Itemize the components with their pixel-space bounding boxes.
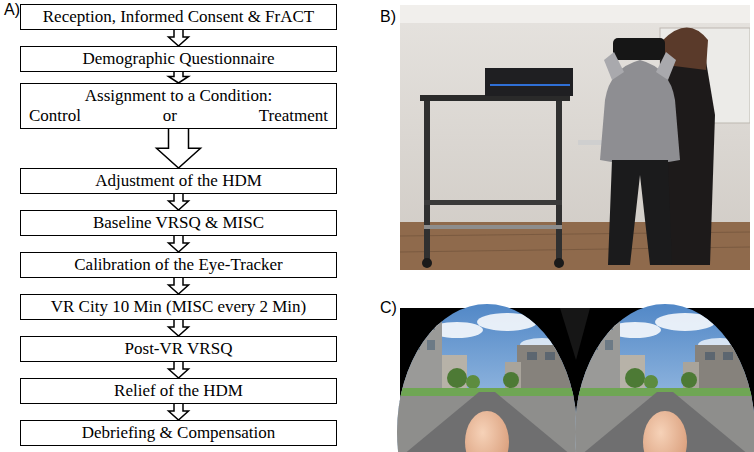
vr-screenshot-panel-part-part [387,300,587,452]
block-arrow [169,193,189,210]
box-text: Adjustment of the HDM [95,171,262,191]
photo-panel [400,5,750,270]
block-arrow [169,29,189,46]
box-text: or [163,106,177,126]
photo-panel-part [485,68,573,96]
text-row: Post-VR VRSQ [29,339,328,359]
box-text: Relief of the HDM [114,381,243,401]
block-arrow [169,361,189,378]
photo-panel-part [400,5,750,23]
photo-panel-part [424,225,562,229]
block-arrow [157,128,201,168]
process-box: Baseline VRSQ & MISC [20,210,337,236]
vr-screenshot-panel-part [387,300,587,452]
text-row: Relief of the HDM [29,381,328,401]
process-box: Post-VR VRSQ [20,336,337,362]
text-row: Calibration of the Eye-Tracker [29,255,328,275]
process-box: Demographic Questionnaire [20,46,337,72]
process-box: VR City 10 Min (MISC every 2 Min) [20,294,337,320]
vr-screenshot-panel-part [560,308,590,360]
process-box: Calibration of the Eye-Tracker [20,252,337,278]
box-text: VR City 10 Min (MISC every 2 Min) [51,297,306,317]
block-arrow [169,277,189,294]
text-row: Debriefing & Compensation [29,423,328,443]
box-text: Assignment to a Condition: [85,86,272,106]
text-row: Reception, Informed Consent & FrACT [29,7,328,27]
photo-panel-part [424,101,430,261]
photo-panel-part [400,5,750,270]
process-box: Reception, Informed Consent & FrACT [20,4,337,30]
text-row: Baseline VRSQ & MISC [29,213,328,233]
vr-screenshot-panel-part-part [565,300,754,452]
photo-panel-part [656,52,676,80]
box-text: Calibration of the Eye-Tracker [74,255,283,275]
photo-panel-part [608,160,672,265]
process-box: Debriefing & Compensation [20,420,337,446]
box-text: Baseline VRSQ & MISC [93,213,264,233]
panel-letter: B) [380,8,396,26]
photo-panel-part [422,258,432,268]
vr-screenshot-panel-part [565,300,754,452]
vr-screenshot-panel [387,300,754,452]
photo-panel-part [613,38,665,60]
text-row: Adjustment of the HDM [29,171,328,191]
panel-letter: A) [4,1,20,19]
photo-panel-part [604,52,624,80]
box-text: Demographic Questionnaire [82,49,274,69]
block-arrow [169,71,189,83]
process-box: Relief of the HDM [20,378,337,404]
photo-panel-part [490,84,570,86]
block-arrow [169,319,189,336]
box-text: Treatment [259,106,328,126]
box-text: Post-VR VRSQ [125,339,233,359]
text-row: VR City 10 Min (MISC every 2 Min) [29,297,328,317]
box-text: Reception, Informed Consent & FrACT [43,7,315,27]
text-row: Control or Treatment [29,106,328,126]
photo-panel-part [424,200,562,205]
panel-letter: C) [380,299,397,317]
process-box: Assignment to a Condition:Control or Treat… [20,83,337,129]
box-text: Debriefing & Compensation [82,423,276,443]
text-row: Assignment to a Condition: [29,86,328,106]
box-text: Control [29,106,81,126]
text-row: Demographic Questionnaire [29,49,328,69]
block-arrow [169,235,189,252]
photo-panel-part [554,258,564,268]
block-arrow [169,403,189,420]
process-box: Adjustment of the HDM [20,168,337,194]
photo-panel-part [556,101,562,261]
